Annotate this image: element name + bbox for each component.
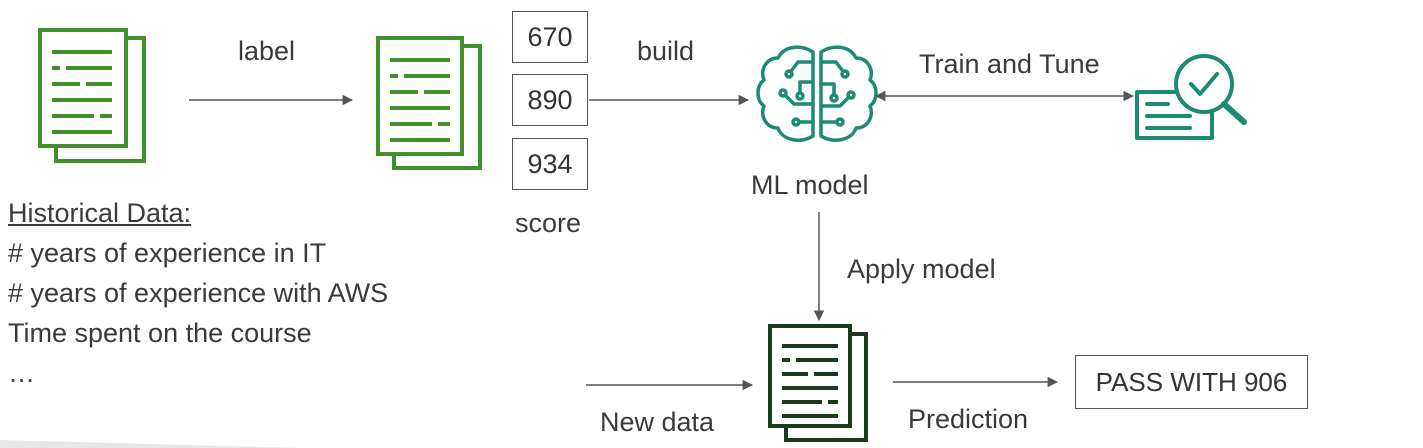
new-data-caption: New data xyxy=(600,407,715,437)
historical-data-line: Time spent on the course xyxy=(8,318,312,348)
score-box: 890 xyxy=(512,74,588,126)
labeled-document-icon xyxy=(376,36,482,170)
ml-model-brain-icon xyxy=(756,45,878,142)
train-tune-caption: Train and Tune xyxy=(919,49,1100,79)
score-caption: score xyxy=(515,208,582,238)
score-box: 934 xyxy=(512,138,588,190)
prediction-result-box: PASS WITH 906 xyxy=(1075,355,1308,409)
score-box: 670 xyxy=(512,11,588,63)
prediction-caption: Prediction xyxy=(908,404,1029,434)
historical-data-title: Historical Data: xyxy=(8,198,192,228)
ml-model-caption: ML model xyxy=(751,170,869,200)
historical-data-line: # years of experience with AWS xyxy=(8,278,389,308)
slide-corner-decoration xyxy=(0,440,300,448)
historical-data-block: Historical Data: # years of experience i… xyxy=(8,193,388,393)
build-caption: build xyxy=(637,36,695,66)
historical-data-line: … xyxy=(8,358,35,388)
apply-model-caption: Apply model xyxy=(847,254,996,284)
historical-data-line: # years of experience in IT xyxy=(8,238,327,268)
train-tune-search-icon xyxy=(1135,54,1247,140)
historical-document-icon xyxy=(38,28,146,163)
label-caption: label xyxy=(238,36,296,66)
new-data-document-icon xyxy=(768,324,868,442)
